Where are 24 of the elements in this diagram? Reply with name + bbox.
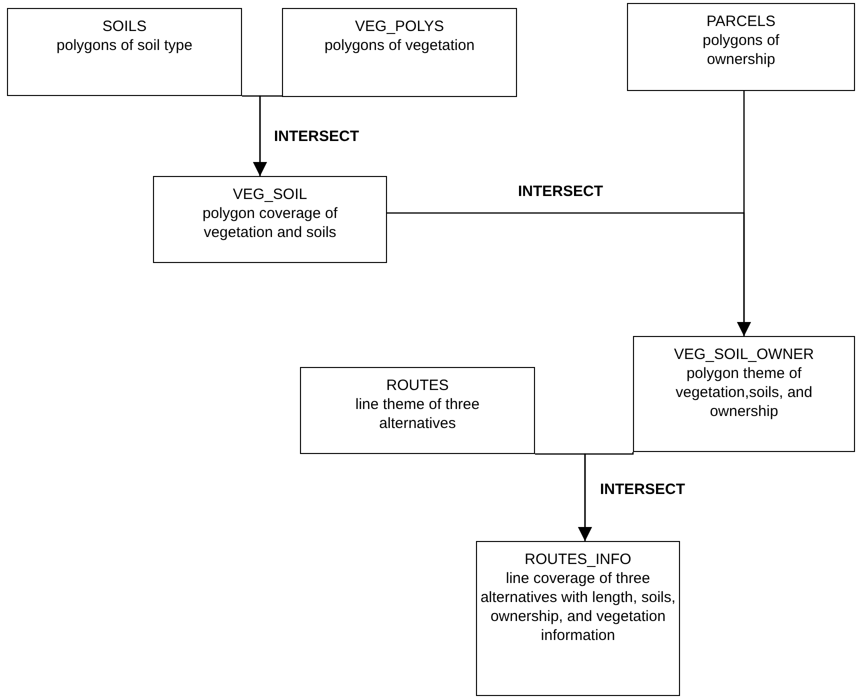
process-box: [627, 3, 855, 91]
box-title: VEG_SOIL: [232, 185, 308, 204]
box-title: SOILS: [102, 17, 147, 36]
process-box: [7, 8, 242, 96]
connector-arrow: [253, 95, 282, 176]
process-box: [633, 336, 855, 452]
box-title: ROUTES: [386, 376, 449, 395]
box-description: line coverage of three alternatives with length, soils, ownership, and vegetation information: [479, 569, 677, 645]
box-description: polygon coverage of vegetation and soils: [201, 204, 339, 242]
box-description: polygons of ownership: [702, 31, 780, 69]
box-title: VEG_SOIL_OWNER: [674, 345, 814, 364]
process-box: [476, 541, 680, 696]
box-title: VEG_POLYS: [355, 17, 444, 36]
box-title: PARCELS: [706, 12, 776, 31]
box-description: polygon theme of vegetation,soils, and ownership: [674, 364, 814, 421]
process-box: [153, 176, 387, 263]
process-box: [282, 8, 517, 97]
box-description: polygons of soil type: [56, 36, 192, 55]
box-description: line theme of three alternatives: [354, 395, 481, 433]
box-description: polygons of vegetation: [324, 36, 475, 55]
connector-arrow: [578, 452, 634, 541]
box-title: ROUTES_INFO: [524, 550, 632, 569]
connector-arrow: [737, 90, 751, 336]
process-box: [300, 367, 535, 454]
